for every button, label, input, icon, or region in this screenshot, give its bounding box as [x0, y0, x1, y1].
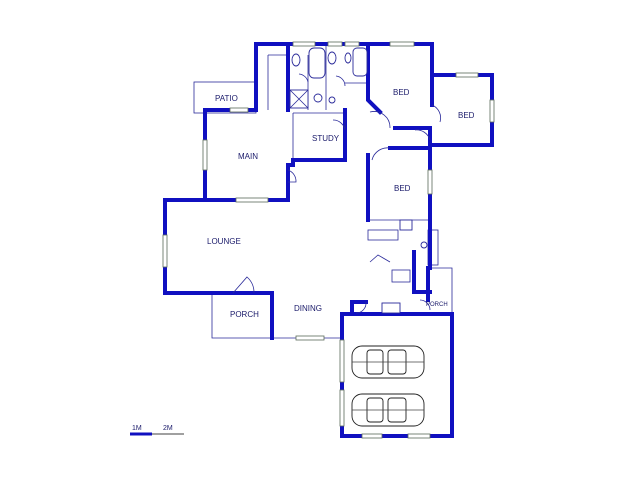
wall-west	[163, 42, 274, 340]
window	[427, 169, 433, 195]
fixtures	[289, 47, 428, 314]
window	[407, 433, 431, 439]
passage-door	[414, 129, 431, 141]
sink-icon	[381, 302, 401, 314]
kitchen-unit	[391, 269, 411, 283]
room-labels: PATIO MAIN STUDY BED BED BED LOUNGE PORC…	[207, 88, 475, 319]
garage-door	[355, 301, 367, 314]
window	[229, 107, 249, 113]
bed2-door	[431, 104, 441, 123]
window	[339, 339, 345, 383]
window	[235, 197, 269, 203]
bathtub-icon	[308, 47, 326, 79]
wall-kitchen-east	[412, 250, 432, 294]
porch-outline	[211, 293, 272, 339]
cars	[351, 345, 425, 427]
car-icon	[351, 393, 425, 427]
room-label-side-porch: PORCH	[426, 302, 448, 308]
room-label-porch: PORCH	[230, 310, 259, 319]
toilet-icon	[344, 52, 352, 64]
window	[361, 433, 383, 439]
scale-label-1m: 1M	[132, 425, 142, 432]
front-door	[232, 276, 255, 294]
toilet-door	[335, 75, 346, 87]
geyser-icon	[420, 241, 428, 249]
room-label-bed: BED	[393, 88, 410, 97]
kitchen-counter	[367, 229, 399, 241]
sink-icon	[399, 219, 413, 231]
wall-north-east	[254, 42, 494, 220]
doors	[232, 73, 441, 314]
room-label-patio: PATIO	[215, 94, 238, 103]
scale-label-2m: 2M	[163, 425, 173, 432]
window	[327, 41, 343, 47]
study-door	[332, 119, 346, 131]
room-label-bed: BED	[394, 184, 411, 193]
basin-icon	[328, 96, 336, 104]
window	[292, 41, 316, 47]
basin-icon	[313, 93, 323, 103]
wall-bed1-south	[393, 126, 432, 147]
window	[202, 139, 208, 171]
room-label-study: STUDY	[312, 134, 340, 143]
window	[455, 72, 479, 78]
room-label-main: MAIN	[238, 152, 258, 161]
car-icon	[351, 345, 425, 379]
toilet-icon	[291, 53, 301, 67]
window	[344, 41, 360, 47]
bed3-door	[371, 147, 391, 161]
room-label-lounge: LOUNGE	[207, 237, 241, 246]
side-porch-outline	[430, 267, 453, 312]
window	[295, 335, 325, 341]
main-door	[287, 169, 297, 183]
toilet-icon	[327, 51, 337, 65]
bath-door	[298, 73, 309, 83]
window	[339, 389, 345, 427]
wall-bed1-west	[366, 42, 383, 115]
bed1-door	[369, 111, 391, 129]
kitchen-island	[369, 254, 391, 263]
shower-drain-icon	[289, 89, 309, 109]
bathtub-icon	[352, 47, 368, 77]
room-label-bed: BED	[458, 111, 475, 120]
window	[389, 41, 415, 47]
windows	[162, 41, 495, 439]
room-label-dining: DINING	[294, 304, 322, 313]
window	[489, 99, 495, 123]
scale-bar: 1M 2M	[130, 425, 184, 436]
wall-main-south	[203, 158, 295, 202]
side-porch-door	[419, 299, 431, 311]
window	[162, 234, 168, 268]
wall-garage-entry	[350, 300, 368, 315]
